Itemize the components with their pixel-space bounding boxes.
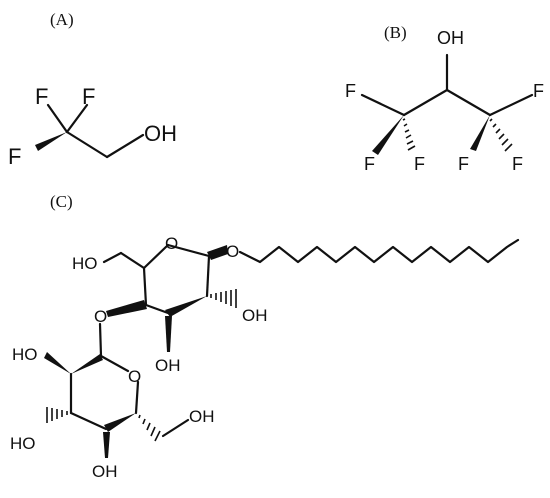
bond-ch2b-oh xyxy=(161,418,190,438)
decyl-chain xyxy=(238,238,520,264)
bond-c-o xyxy=(105,133,145,159)
wedge-bond-cl-f2 xyxy=(372,115,404,155)
atom-c-ch2oh-1: HO xyxy=(72,254,98,273)
molecule-c-decyl-maltoside: (C) xyxy=(10,192,520,481)
wedge-bond-c2b-c1b xyxy=(71,354,103,374)
bond-c5-ch2 xyxy=(119,251,146,270)
atom-c-ring2-o: O xyxy=(128,367,141,386)
atom-c-ch2oh-2: OH xyxy=(189,407,215,426)
bold-bond-c1-o xyxy=(207,245,228,260)
bond-c4-c5 xyxy=(142,266,148,307)
atom-a-f3: F xyxy=(8,144,21,169)
bond-o5b-c5b xyxy=(134,380,140,415)
atom-b-f6: F xyxy=(533,81,544,101)
bond-c5-o1 xyxy=(142,243,170,270)
bond-cr-f1 xyxy=(488,93,534,117)
wedge-bond-c-f3 xyxy=(35,132,67,151)
bond-c-f1 xyxy=(46,103,69,134)
atom-a-f2: F xyxy=(82,84,95,109)
wedge-bond-c4b-oh xyxy=(103,432,110,458)
wedge-bond-c5b-c4b xyxy=(104,413,136,432)
hashed-bond-c3b-oh xyxy=(46,407,68,423)
bond-c-c xyxy=(65,130,109,159)
bond-c1b-o5b xyxy=(99,354,130,373)
atom-c-oh-c2b: HO xyxy=(12,345,38,364)
wedge-bond-c2b-oh xyxy=(44,352,71,374)
atom-b-oh: OH xyxy=(437,28,464,48)
atom-c-oh-c3: OH xyxy=(155,356,181,375)
wedge-bond-c2-c3 xyxy=(165,296,207,317)
bond-o1-c1 xyxy=(166,243,211,258)
upper-glucose-ring xyxy=(102,243,237,352)
panel-label-b: (B) xyxy=(384,23,407,42)
panel-label-a: (A) xyxy=(50,10,74,29)
atom-c-oh-c3b: HO xyxy=(10,434,36,453)
wedge-bond-cr-f2 xyxy=(470,115,490,151)
hashed-bond-c5b-ch2 xyxy=(138,414,161,442)
bond-cl-f1 xyxy=(360,93,406,117)
panel-label-c: (C) xyxy=(50,192,73,211)
wedge-bond-c4-o xyxy=(106,300,147,317)
atom-c-ring1-o: O xyxy=(165,234,178,253)
hashed-bond-cl-f3 xyxy=(402,118,416,151)
atom-a-oh: OH xyxy=(144,121,177,146)
bond-c1-c2 xyxy=(205,254,211,298)
bond-o-c1b xyxy=(98,322,103,358)
bond-c4b-c3b xyxy=(69,411,108,431)
atom-c-glycosidic-o: O xyxy=(226,242,239,261)
atom-a-f1: F xyxy=(35,84,48,109)
molecule-a-trifluoroethanol: (A) F F F OH xyxy=(8,10,177,169)
atom-c-oh-c4b: OH xyxy=(92,462,118,481)
atom-b-f1: F xyxy=(345,81,356,101)
atom-b-f5: F xyxy=(512,154,523,174)
hashed-bond-cr-f3 xyxy=(489,118,513,152)
bond-c3-c4 xyxy=(144,303,170,315)
atom-c-oh-c2: OH xyxy=(242,306,268,325)
atom-b-f2: F xyxy=(364,154,375,174)
atom-c-link-o: O xyxy=(94,307,107,326)
atom-b-f4: F xyxy=(458,154,469,174)
bond-c-cf3-left xyxy=(402,88,449,117)
wedge-bond-c3-oh xyxy=(165,316,172,352)
molecule-b-hexafluoroisopropanol: (B) OH F F F F F F xyxy=(345,23,544,174)
bond-c-f2 xyxy=(65,103,89,134)
lower-glucose-ring xyxy=(44,322,190,458)
bond-ch2-oh xyxy=(102,251,123,264)
atom-b-f3: F xyxy=(414,154,425,174)
hashed-bond-c2-oh xyxy=(210,289,237,308)
bond-c-cf3-right xyxy=(445,88,492,117)
